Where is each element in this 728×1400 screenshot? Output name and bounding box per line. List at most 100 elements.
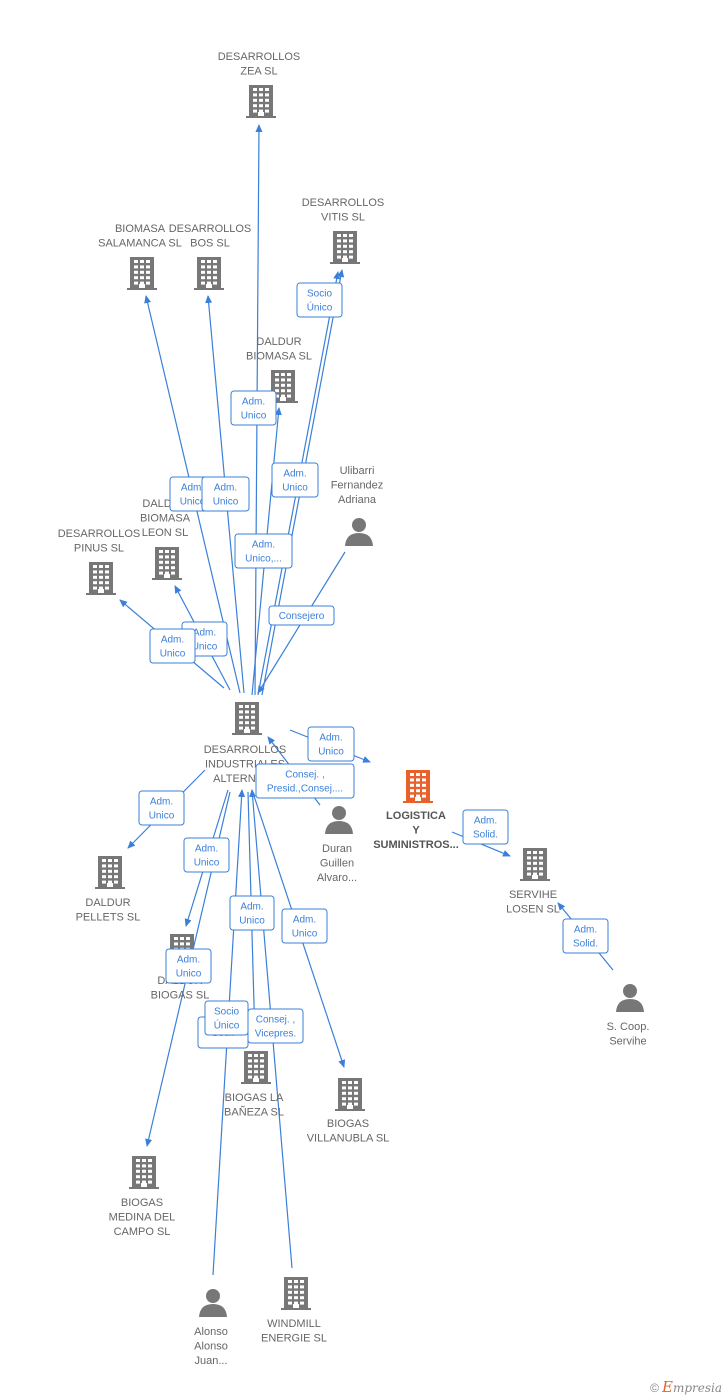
relation-tag[interactable]: Adm.Unico bbox=[229, 895, 275, 931]
relation-tag-text: Adm. bbox=[193, 628, 216, 639]
relation-tag[interactable]: Adm. Solid. bbox=[562, 918, 609, 954]
relation-tag-text: Unico bbox=[239, 916, 265, 927]
relation-tag-text: Unico bbox=[194, 858, 220, 869]
relation-tag-text: Adm. bbox=[252, 540, 275, 551]
node-label-line: Alonso bbox=[194, 1326, 228, 1338]
relation-tag[interactable]: Adm. Unico,... bbox=[234, 533, 293, 569]
node-label-line: DESARROLLOS bbox=[218, 51, 301, 63]
relation-tag-text: Solid. bbox=[573, 939, 598, 950]
node-label-line: Y bbox=[412, 825, 420, 837]
node-label-line: BIOGAS SL bbox=[151, 990, 210, 1002]
node-label-line: ENERGIE SL bbox=[261, 1333, 327, 1345]
copyright-symbol: © bbox=[650, 1381, 659, 1395]
node-label-line: LOGISTICA bbox=[386, 810, 446, 822]
building-icon bbox=[403, 770, 433, 803]
node-label-line: Servihe bbox=[609, 1036, 646, 1048]
node-label-line: Alonso bbox=[194, 1341, 228, 1353]
node-label-line: BIOGAS bbox=[327, 1118, 369, 1130]
node-label-line: DESARROLLOS bbox=[58, 528, 141, 540]
node-label-line: LEON SL bbox=[142, 527, 188, 539]
node-label-line: SERVIHE bbox=[509, 889, 557, 901]
relation-tag-text: Único bbox=[307, 301, 333, 314]
building-icon bbox=[335, 1078, 365, 1111]
building-icon bbox=[129, 1156, 159, 1189]
footer-brand[interactable]: ©Empresia bbox=[650, 1378, 722, 1396]
node-label-line: BIOGAS bbox=[121, 1197, 163, 1209]
node-label-line: Juan... bbox=[194, 1355, 227, 1367]
building-icon bbox=[232, 702, 262, 735]
node-alonso[interactable]: AlonsoAlonsoJuan... bbox=[194, 1289, 228, 1367]
relation-tag[interactable]: Adm. Solid. bbox=[462, 809, 509, 845]
relation-tag[interactable]: Adm.Unico bbox=[307, 726, 355, 762]
tags-layer: SocioÚnicoAdm.UnicoAdm.UnicoAdm.UnicoAdm… bbox=[138, 282, 609, 1049]
relation-tag-text: Adm. bbox=[283, 469, 306, 480]
building-icon bbox=[86, 562, 116, 595]
relation-tag[interactable]: Consej. ,Vicepres. bbox=[247, 1008, 304, 1044]
relation-tag[interactable]: Consej. ,Presid.,Consej.... bbox=[255, 763, 355, 799]
person-icon bbox=[345, 518, 373, 546]
relation-tag[interactable]: Adm.Unico bbox=[149, 628, 196, 664]
node-label-line: Fernandez bbox=[331, 480, 384, 492]
node-label-line: Duran bbox=[322, 843, 352, 855]
building-icon bbox=[281, 1277, 311, 1310]
relation-tag[interactable]: Adm.Unico bbox=[183, 837, 230, 873]
relation-tag-text: Solid. bbox=[473, 830, 498, 841]
relation-tag[interactable]: Adm.Unico bbox=[230, 390, 277, 426]
building-icon bbox=[268, 370, 298, 403]
relation-tag-text: Adm. bbox=[474, 816, 497, 827]
building-icon bbox=[246, 85, 276, 118]
node-label-line: DESARROLLOS bbox=[169, 223, 252, 235]
node-label-line: Ulibarri bbox=[340, 465, 375, 477]
node-logistica[interactable]: LOGISTICAYSUMINISTROS... bbox=[373, 770, 459, 851]
relation-tag-text: Adm. bbox=[574, 925, 597, 936]
node-label-line: BIOMASA bbox=[115, 223, 166, 235]
node-duran[interactable]: DuranGuillenAlvaro... bbox=[317, 806, 357, 884]
relation-tag-text: Unico bbox=[318, 747, 344, 758]
node-label-line: SALAMANCA SL bbox=[98, 238, 182, 250]
brand-initial: E bbox=[661, 1378, 673, 1396]
node-label-line: DALDUR bbox=[85, 897, 130, 909]
relation-tag-text: Socio bbox=[214, 1007, 239, 1018]
relation-tag-text: Consej. , bbox=[285, 770, 324, 781]
node-label-line: Alvaro... bbox=[317, 872, 357, 884]
relation-tag-text: Adm. bbox=[177, 955, 200, 966]
building-icon bbox=[241, 1051, 271, 1084]
node-biomasa_sal[interactable]: BIOMASA SALAMANCA SL bbox=[98, 223, 182, 290]
relation-tag-text: Consejero bbox=[279, 611, 325, 622]
relation-tag-text: Unico bbox=[292, 929, 318, 940]
relation-tag-text: Unico,... bbox=[245, 554, 282, 565]
node-label-line: DESARROLLOS bbox=[302, 197, 385, 209]
node-label-line: Guillen bbox=[320, 858, 354, 870]
relation-tag[interactable]: Adm.Unico bbox=[271, 462, 319, 498]
relation-tag-text: Unico bbox=[176, 969, 202, 980]
relation-tag[interactable]: Adm.Unico bbox=[201, 476, 250, 512]
node-label-line: MEDINA DEL bbox=[109, 1212, 176, 1224]
building-icon bbox=[330, 231, 360, 264]
node-label-line: BAÑEZA SL bbox=[224, 1106, 284, 1119]
brand-name: mpresia bbox=[672, 1381, 722, 1395]
relation-tag[interactable]: Adm.Unico bbox=[138, 790, 185, 826]
node-coop[interactable]: S. Coop.Servihe bbox=[607, 984, 650, 1048]
relation-tag-text: Vicepres. bbox=[255, 1029, 297, 1040]
relation-tag-text: Adm. bbox=[181, 483, 204, 494]
node-label-line: BIOMASA bbox=[140, 513, 191, 525]
relation-tag[interactable]: Adm. Unico bbox=[165, 948, 212, 984]
relation-tag[interactable]: Adm.Unico bbox=[281, 908, 328, 944]
relation-tag[interactable]: Consejero bbox=[268, 605, 335, 626]
